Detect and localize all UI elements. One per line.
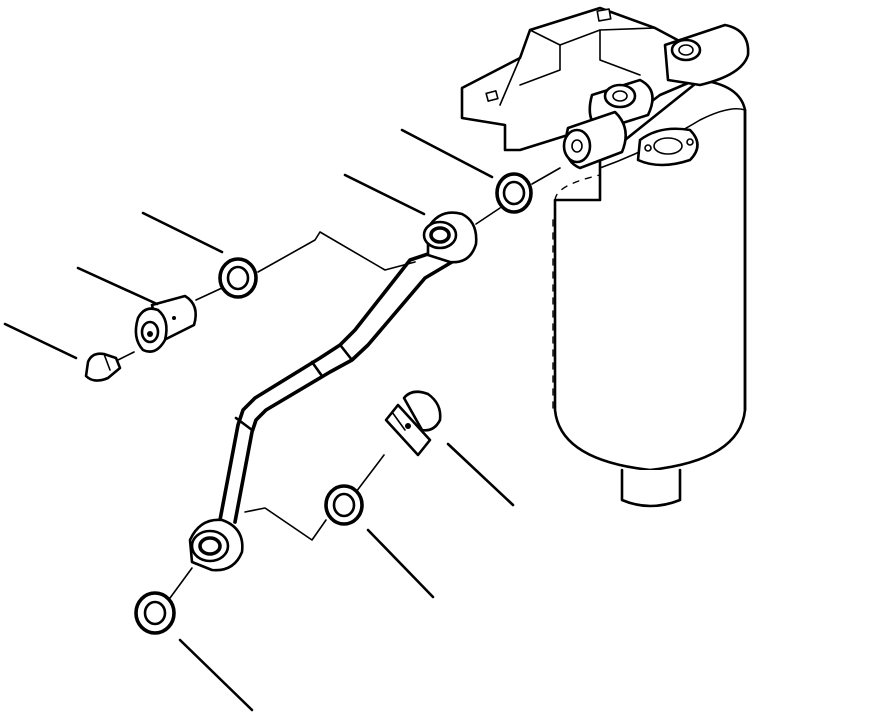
leader-line-5 [3,322,78,360]
washer-lower-left [134,591,176,635]
leader-lines [3,128,515,712]
pipe-eye-fitting-upper [422,211,478,264]
washer-upper-right [495,172,533,214]
pipe-eye-fitting-lower [188,518,244,572]
leader-line-8 [178,638,254,712]
leader-line-6 [446,442,515,507]
alignment-lines [117,167,561,599]
fuel-filter-assembly [460,6,750,508]
fuel-pipe [188,211,478,572]
leader-line-1 [400,128,494,179]
plug-bolt [84,352,122,382]
leader-line-4 [76,266,159,306]
washer-upper-left [218,257,258,299]
washer-lower-middle [324,484,364,526]
leader-line-3 [141,211,224,254]
eye-bolt [384,390,442,457]
union-adapter-fitting [134,294,197,353]
leader-line-2 [343,173,426,216]
leader-line-7 [366,528,435,599]
